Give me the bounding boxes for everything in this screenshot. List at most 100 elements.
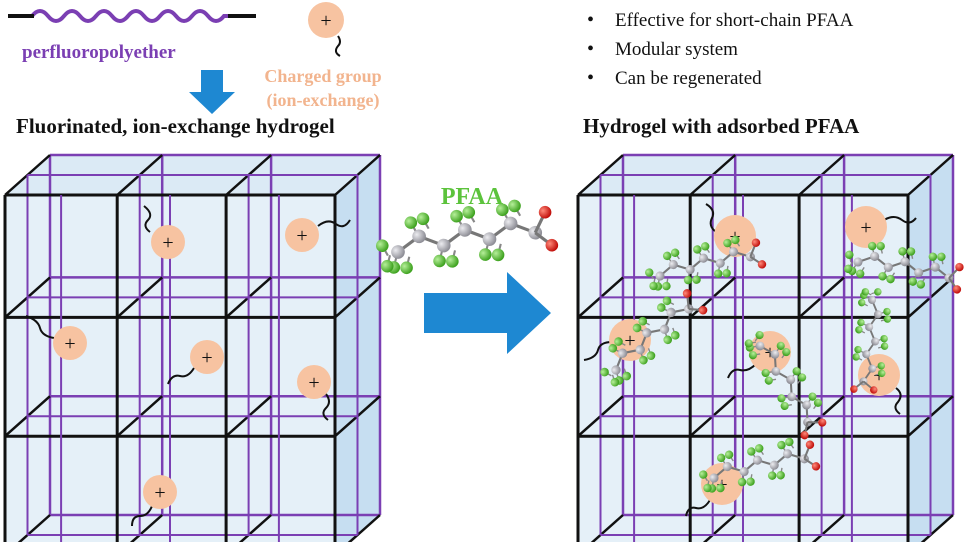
charged-group: + — [131, 475, 177, 527]
fluorine-atom — [496, 203, 509, 217]
charged-group-bead — [143, 475, 177, 509]
fluorine-atom — [878, 272, 887, 281]
fluorine-atom — [692, 275, 701, 284]
fluorine-atom — [747, 447, 756, 456]
charged-group-tether — [583, 341, 613, 361]
fluorine-atom — [375, 239, 389, 253]
charged-group-bead — [190, 340, 224, 374]
carbon-atom — [482, 232, 497, 246]
carbon-atom — [802, 400, 811, 410]
fluorine-atom — [798, 373, 807, 382]
carbon-atom — [787, 392, 797, 402]
fluorine-atom — [858, 298, 866, 307]
carbon-atom — [862, 350, 871, 359]
carbon-atom — [715, 258, 725, 268]
fluorine-atom — [852, 353, 860, 361]
fluorine-atom — [744, 339, 753, 348]
charged-group-plus: + — [64, 333, 75, 355]
carbon-atom — [685, 265, 695, 275]
fluorine-atom — [646, 351, 656, 361]
oxygen-atom — [751, 238, 761, 247]
pfaa-chain — [645, 235, 767, 291]
charged-group-label-line1: Charged group — [264, 66, 381, 86]
fluorine-atom — [780, 401, 789, 411]
left-panel-title: Fluorinated, ion-exchange hydrogel — [16, 114, 335, 138]
oxygen-atom — [800, 431, 809, 440]
carbon-atom — [755, 341, 765, 351]
charged-group-label-line2: (ion-exchange) — [267, 90, 380, 111]
charged-group-bead — [53, 326, 87, 360]
fluorine-atom — [916, 280, 926, 289]
charged-group-plus: + — [201, 347, 212, 369]
fluorine-atom — [632, 323, 642, 333]
fluorine-atom — [491, 248, 505, 262]
feature-item-regenerated: Can be regenerated — [583, 64, 853, 93]
pfaa-chain — [699, 437, 821, 493]
charged-group-bead — [285, 218, 319, 252]
charged-group-plus: + — [308, 372, 319, 394]
crosslink-lattice — [3, 153, 382, 542]
fluorine-atom — [880, 342, 889, 350]
fluorine-atom — [861, 288, 870, 296]
charged-group-bead — [297, 365, 331, 399]
fluorine-atom — [600, 367, 609, 377]
fluorine-atom — [479, 248, 492, 261]
carbon-atom — [391, 245, 405, 259]
fluorine-atom — [883, 315, 892, 323]
fluorine-atom — [662, 296, 672, 306]
fluorine-atom — [906, 247, 916, 256]
fluorine-atom — [776, 471, 785, 480]
carbon-atom — [786, 375, 796, 385]
fluorine-atom — [722, 269, 731, 278]
carbon-atom — [769, 460, 779, 470]
right-arrow-icon — [424, 272, 551, 354]
oxygen-atom — [698, 305, 708, 315]
legend: perfluoropolyether + Charged group (ion-… — [8, 2, 382, 114]
fluorine-atom — [608, 343, 618, 353]
fluorine-atom — [614, 337, 623, 346]
pfaa-chain — [850, 288, 892, 394]
charged-group: + — [285, 218, 351, 252]
fluorine-atom — [731, 235, 740, 245]
carbon-atom — [865, 323, 874, 332]
fluorine-atom — [746, 477, 755, 486]
carbon-atom — [771, 366, 781, 376]
charged-group-plus: + — [873, 365, 884, 387]
fluorine-atom — [808, 392, 817, 401]
charged-group-tether — [727, 363, 757, 379]
carbon-atom — [698, 253, 708, 263]
charged-group-tether — [685, 499, 711, 517]
fluorine-atom — [898, 247, 907, 256]
carbon-atom — [752, 455, 762, 465]
charged-group-tether — [883, 216, 917, 224]
carbon-atom — [853, 257, 863, 267]
fluorine-atom — [645, 268, 654, 277]
fluorine-atom — [767, 471, 777, 480]
oxygen-atom — [955, 262, 964, 272]
fluorine-atom — [723, 238, 732, 248]
oxygen-atom — [818, 418, 827, 427]
carbon-atom — [900, 257, 910, 267]
charged-group-plus: + — [320, 10, 331, 32]
polymer-label: perfluoropolyether — [22, 42, 176, 63]
fluorine-atom — [755, 444, 764, 453]
fluorine-atom — [462, 206, 476, 219]
fluorine-atom — [416, 212, 430, 226]
carbon-atom — [739, 467, 749, 477]
oxygen-atom — [850, 385, 858, 393]
fluorine-atom — [777, 440, 786, 450]
fluorine-atom — [713, 269, 723, 278]
hydrogel-cube-right: ++++++ — [576, 153, 964, 542]
fluorine-atom — [748, 351, 758, 360]
pfaa-chain — [744, 330, 827, 440]
carbon-atom — [803, 417, 812, 427]
polymer-chain-icon — [8, 9, 254, 23]
carbon-atom — [611, 365, 621, 375]
fluorine-atom — [883, 307, 891, 316]
fluorine-atom — [701, 242, 710, 251]
fluorine-atom — [878, 369, 886, 378]
oxygen-atom — [757, 260, 767, 269]
oxygen-atom — [538, 205, 552, 219]
charged-group-tether — [317, 219, 351, 228]
carbon-atom — [722, 462, 732, 472]
